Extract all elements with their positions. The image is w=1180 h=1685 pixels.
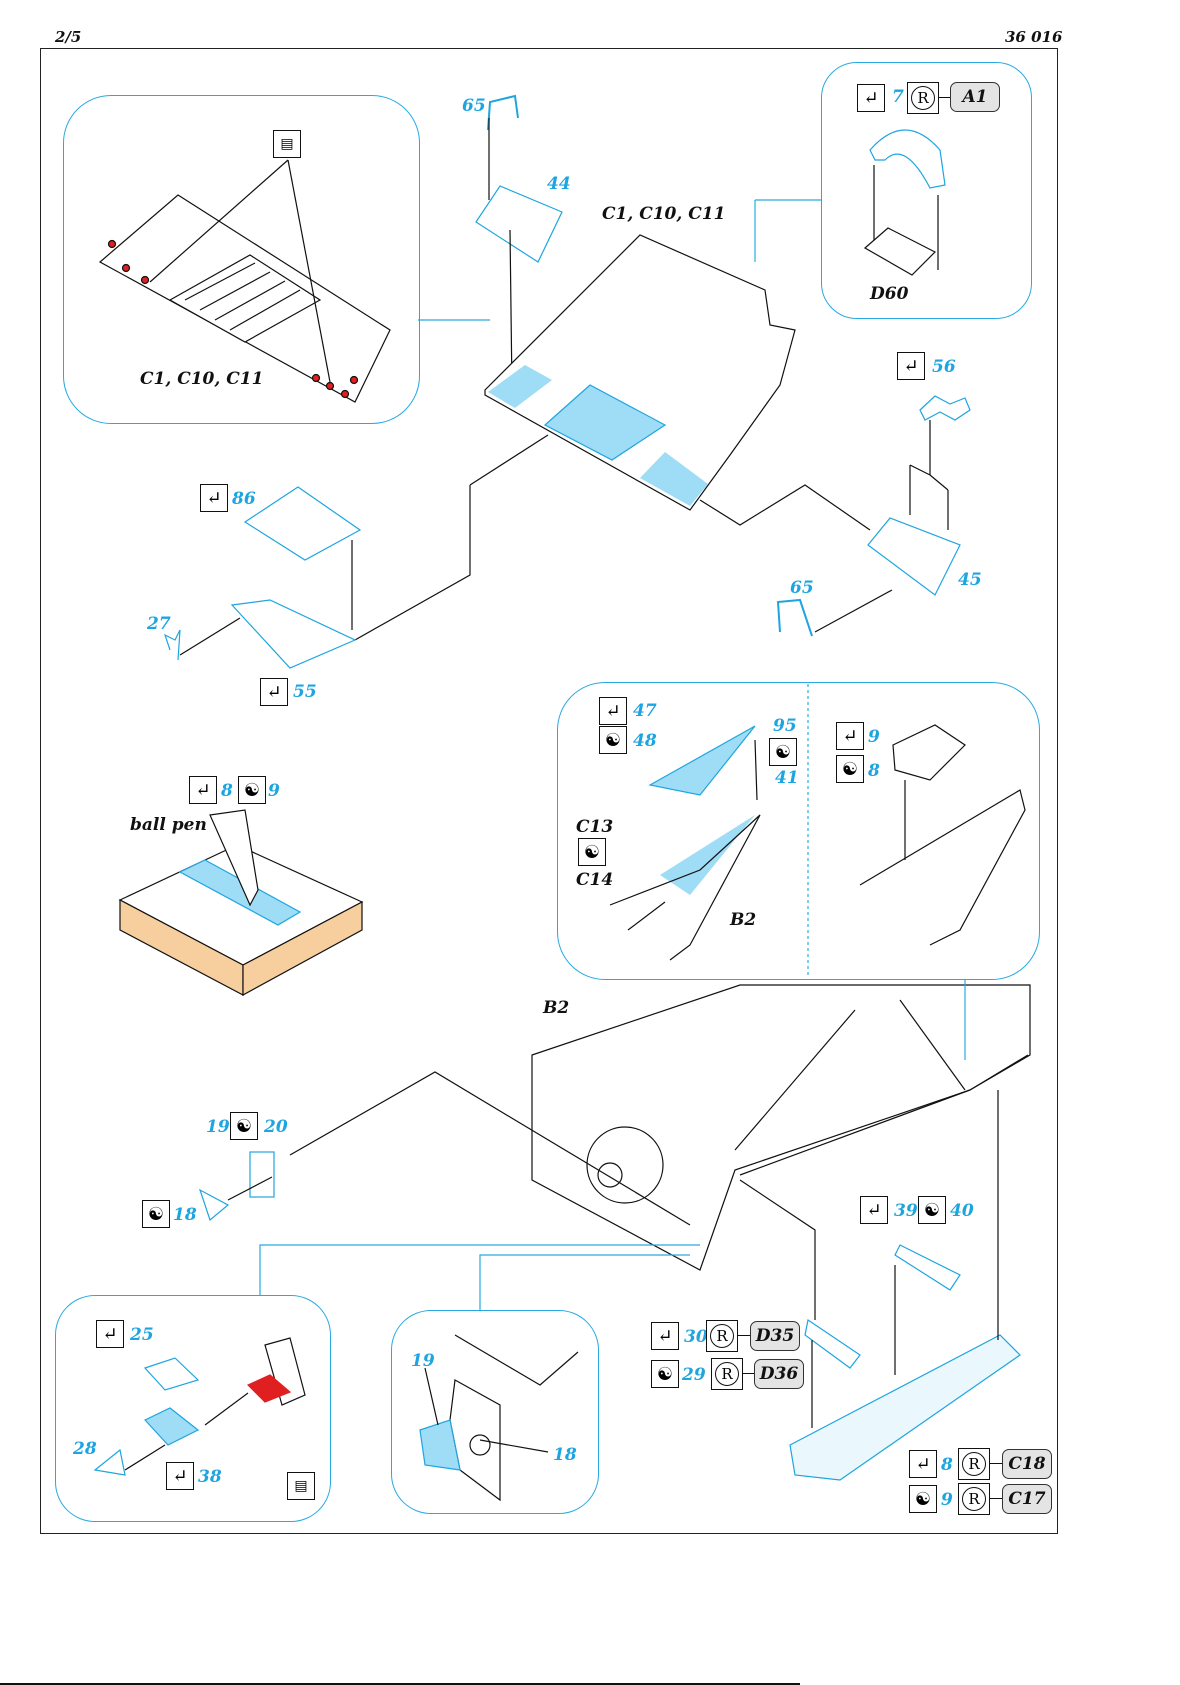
part-number-8: 8	[941, 1455, 953, 1475]
yin-yang-icon: ☯	[599, 726, 627, 754]
part-number-19: 19	[411, 1351, 435, 1371]
bend-icon: ↵	[599, 697, 627, 725]
yin-yang-icon: ☯	[142, 1200, 170, 1228]
plastic-part-c17: C17	[1002, 1484, 1052, 1514]
part-number-56: 56	[932, 357, 956, 377]
part-number-18: 18	[553, 1445, 577, 1465]
bend-icon: ↵	[260, 678, 288, 706]
part-number-95: 95	[773, 716, 797, 736]
part-number-39: 39	[894, 1201, 918, 1221]
page-frame	[40, 48, 1058, 1534]
part-number-8: 8	[221, 781, 233, 801]
yin-yang-icon: ☯	[578, 838, 606, 866]
part-number-20: 20	[264, 1117, 288, 1137]
connector-line	[939, 97, 950, 99]
part-ref-c14: C14	[576, 870, 614, 890]
yin-yang-icon: ☯	[230, 1112, 258, 1140]
part-ref-b2: B2	[543, 998, 570, 1018]
part-number-48: 48	[633, 731, 657, 751]
connector-line	[990, 1463, 1002, 1465]
bend-icon: ↵	[651, 1322, 679, 1350]
part-ref-b2: B2	[730, 910, 757, 930]
part-number-47: 47	[633, 701, 657, 721]
yin-yang-icon: ☯	[836, 755, 864, 783]
part-number-65: 65	[462, 96, 486, 116]
yin-yang-icon: ☯	[918, 1196, 946, 1224]
bend-icon: ↵	[857, 84, 885, 112]
part-number-9: 9	[868, 727, 880, 747]
part-ref-c1-c10-c11: C1, C10, C11	[602, 204, 726, 224]
part-number-38: 38	[198, 1467, 222, 1487]
part-ref-c13: C13	[576, 817, 614, 837]
part-number-86: 86	[232, 489, 256, 509]
part-number-29: 29	[682, 1365, 706, 1385]
page-bottom-rule	[0, 1683, 800, 1685]
part-number-27: 27	[147, 614, 171, 634]
replace-icon: R	[958, 1483, 990, 1515]
bend-icon: ↵	[166, 1462, 194, 1490]
part-number-7: 7	[892, 87, 904, 107]
part-number-65: 65	[790, 578, 814, 598]
part-ref-c1-c10-c11: C1, C10, C11	[140, 369, 264, 389]
part-number-8: 8	[868, 761, 880, 781]
ball-pen-label: ball pen	[130, 815, 207, 835]
part-number-19: 19	[206, 1117, 230, 1137]
yin-yang-icon: ☯	[909, 1485, 937, 1513]
yin-yang-icon: ☯	[651, 1360, 679, 1388]
part-number-28: 28	[73, 1439, 97, 1459]
connector-line	[990, 1498, 1002, 1500]
page-number: 2/5	[55, 28, 82, 46]
replace-icon: R	[907, 82, 939, 114]
part-number-30: 30	[684, 1327, 708, 1347]
bend-icon: ↵	[200, 484, 228, 512]
bend-icon: ↵	[189, 776, 217, 804]
plastic-part-c18: C18	[1002, 1449, 1052, 1479]
part-number-41: 41	[775, 768, 799, 788]
part-number-9: 9	[268, 781, 280, 801]
yin-yang-icon: ☯	[769, 738, 797, 766]
bend-icon: ↵	[836, 722, 864, 750]
connector-line	[738, 1335, 750, 1337]
replace-icon: R	[958, 1448, 990, 1480]
part-number-45: 45	[958, 570, 982, 590]
bend-icon: ↵	[860, 1196, 888, 1224]
yin-yang-icon: ☯	[238, 776, 266, 804]
bend-icon: ↵	[96, 1320, 124, 1348]
etch-surface-icon: ▤	[273, 130, 301, 158]
part-number-44: 44	[547, 174, 571, 194]
part-number-18: 18	[173, 1205, 197, 1225]
plastic-part-d35: D35	[750, 1321, 800, 1351]
part-number-9: 9	[941, 1490, 953, 1510]
plastic-part-a1: A1	[950, 82, 1000, 112]
part-number-55: 55	[293, 682, 317, 702]
etch-surface-icon: ▤	[287, 1472, 315, 1500]
replace-icon: R	[706, 1320, 738, 1352]
connector-line	[743, 1373, 754, 1375]
bend-icon: ↵	[897, 352, 925, 380]
part-number-40: 40	[950, 1201, 974, 1221]
part-ref-d60: D60	[870, 284, 909, 304]
kit-code: 36 016	[1005, 28, 1063, 46]
plastic-part-d36: D36	[754, 1359, 804, 1389]
part-number-25: 25	[130, 1325, 154, 1345]
replace-icon: R	[711, 1358, 743, 1390]
bend-icon: ↵	[909, 1450, 937, 1478]
